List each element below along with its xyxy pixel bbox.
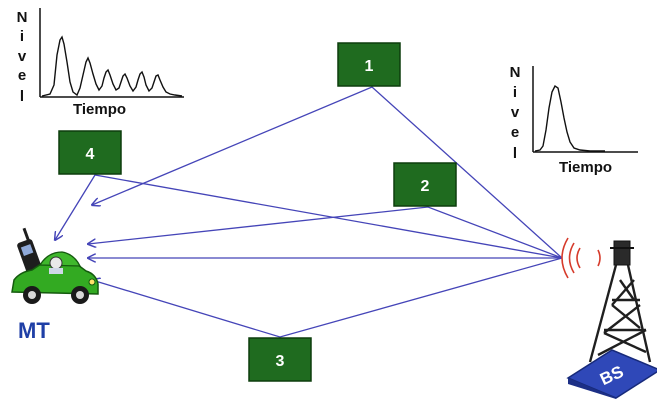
propagation-rays — [55, 86, 563, 338]
transmitted-ylabel-v: v — [511, 104, 520, 121]
path-box-3: 3 — [248, 337, 312, 382]
transmitted-ylabel-i: i — [513, 84, 517, 101]
received-ylabel-v: v — [18, 48, 27, 65]
transmitted-ylabel-e: e — [511, 124, 519, 141]
received-multipath-curve — [41, 35, 183, 97]
path-box-3-label: 3 — [276, 353, 285, 370]
path-box-4: 4 — [58, 130, 122, 175]
phone-icon — [17, 227, 43, 275]
received-xlabel: Tiempo — [73, 101, 126, 118]
ray-path-4 — [55, 174, 563, 259]
radio-tower-icon: BS — [561, 237, 657, 399]
transmitted-ylabel-l: l — [513, 145, 517, 162]
mobile-terminal-label: MT — [18, 318, 50, 343]
received-ylabel-l: l — [20, 88, 24, 105]
ray-path-2 — [88, 206, 563, 259]
car-with-phone-icon — [11, 227, 99, 304]
ray-path-1 — [92, 86, 563, 259]
path-box-1-label: 1 — [365, 58, 374, 75]
received-ylabel-n: N — [17, 9, 28, 26]
path-box-2-label: 2 — [421, 178, 430, 195]
received-profile-plot: N i v e l Tiempo — [17, 8, 184, 118]
path-box-4-label: 4 — [86, 146, 95, 163]
transmitted-profile-plot: N i v e l Tiempo — [510, 64, 638, 176]
signal-waves-icon — [561, 237, 601, 279]
transmitted-ylabel-n: N — [510, 64, 521, 81]
received-ylabel-e: e — [18, 67, 26, 84]
transmitted-pulse-curve — [534, 84, 605, 152]
path-box-2: 2 — [393, 162, 457, 207]
ray-path-3 — [92, 257, 563, 338]
path-box-1: 1 — [337, 42, 401, 87]
transmitted-xlabel: Tiempo — [559, 159, 612, 176]
received-ylabel-i: i — [20, 28, 24, 45]
